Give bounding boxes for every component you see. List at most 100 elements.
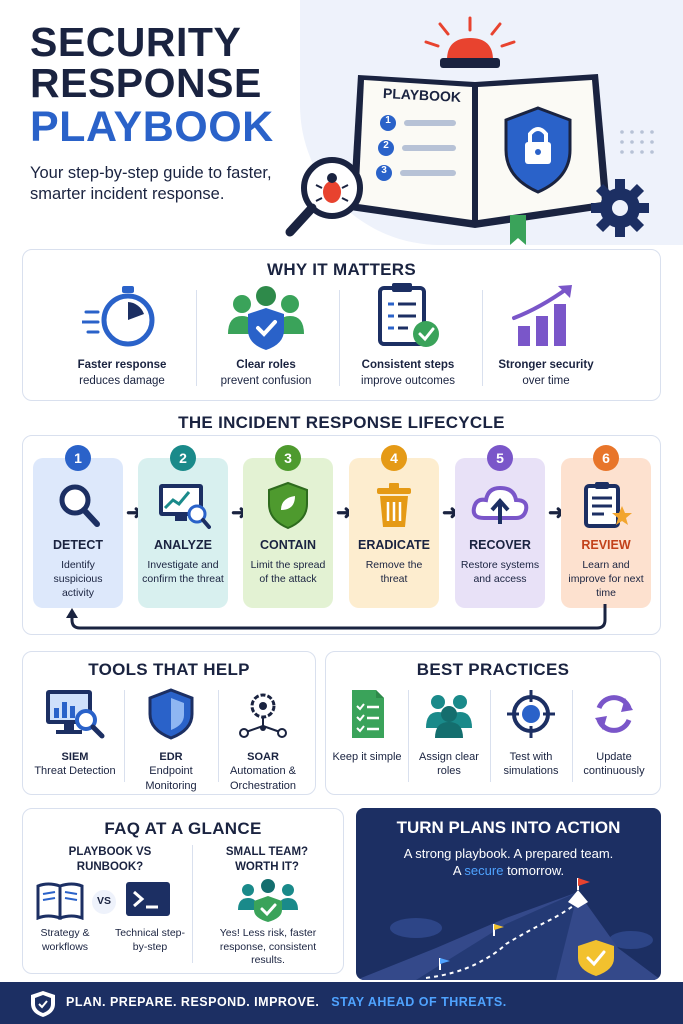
team-shield-icon	[228, 286, 304, 350]
tool-text: Endpoint Monitoring	[145, 765, 197, 792]
step-title: ANALYZE	[154, 538, 212, 552]
step-number: 1	[65, 445, 91, 471]
cta-line-2: A secure tomorrow.	[356, 863, 661, 880]
practice-label: Keep it simple	[332, 751, 402, 763]
team-shield-icon	[238, 879, 298, 922]
why-text: over time	[522, 374, 570, 387]
step-number: 6	[593, 445, 619, 471]
step-number: 4	[381, 445, 407, 471]
practice-test: Test with simulations	[492, 688, 570, 779]
terminal-icon	[126, 882, 170, 916]
title-line-2: RESPONSE	[30, 60, 262, 106]
footer: PLAN. PREPARE. RESPOND. IMPROVE. STAY AH…	[0, 982, 683, 1024]
step-description: Learn and improve for next time	[568, 559, 644, 600]
step-description: Remove the threat	[365, 559, 423, 586]
edr-shield-icon	[148, 688, 194, 740]
book-step-1: 1	[385, 115, 391, 126]
magnifier-bug-icon	[285, 157, 363, 237]
refresh-icon	[595, 695, 633, 733]
practice-label: Assign clear roles	[419, 751, 479, 778]
step-number: 3	[275, 445, 301, 471]
book-icon	[350, 74, 610, 245]
faq-answer-playbook: Strategy & workflows	[40, 927, 90, 953]
target-icon	[507, 690, 555, 738]
faq-answer-2: Yes! Less risk, faster response, consist…	[219, 927, 317, 967]
step-title: DETECT	[53, 538, 103, 552]
book-step-2: 2	[383, 140, 389, 151]
tool-text: Automation & Orchestration	[229, 765, 297, 792]
why-bold: Faster response	[77, 359, 167, 371]
cta-line-1: A strong playbook. A prepared team.	[403, 846, 614, 861]
tool-bold: SIEM	[61, 751, 89, 763]
cta-highlight: secure	[464, 862, 504, 878]
cta-title: TURN PLANS INTO ACTION	[396, 818, 621, 837]
divider	[490, 690, 491, 782]
faq-question-2: SMALL TEAM? WORTH IT?	[225, 846, 309, 873]
people-icon	[426, 695, 472, 738]
open-book-icon	[36, 882, 84, 920]
practice-label: Test with simulations	[503, 751, 559, 778]
step-description: Identify suspicious activity	[53, 559, 103, 600]
stopwatch-icon	[82, 286, 155, 347]
cta-line-2-pre: A	[452, 862, 465, 878]
step-title: RECOVER	[469, 538, 531, 552]
why-item-stronger: Stronger security over time	[476, 282, 616, 389]
faq-answer-runbook: Technical step-by-step	[114, 927, 186, 953]
lifecycle-panel	[22, 435, 661, 635]
divider	[192, 845, 193, 963]
shield-icon	[31, 991, 55, 1017]
why-bold: Stronger security	[498, 359, 594, 371]
why-text: reduces damage	[79, 374, 165, 387]
why-title: WHY IT MATTERS	[266, 260, 416, 279]
siren-icon	[424, 16, 516, 68]
mountain-illustration	[356, 878, 661, 980]
step-arrow: ➜	[336, 502, 353, 524]
book-step-3: 3	[381, 165, 387, 176]
divider	[482, 290, 483, 386]
step-number: 2	[170, 445, 196, 471]
step-description: Limit the spread of the attack	[250, 559, 326, 586]
step-title: CONTAIN	[259, 538, 316, 552]
practice-simple: Keep it simple	[328, 688, 406, 764]
shield-lock-icon	[504, 106, 572, 194]
step-title: REVIEW	[581, 538, 631, 552]
title-line-1: SECURITY	[30, 19, 242, 65]
step-arrow: ➜	[442, 502, 459, 524]
lifecycle-title: THE INCIDENT RESPONSE LIFECYCLE	[178, 413, 505, 432]
practices-title: BEST PRACTICES	[416, 660, 570, 679]
tool-siem: SIEM Threat Detection	[30, 688, 120, 779]
practice-update: Update continuously	[575, 688, 653, 779]
why-text: prevent confusion	[220, 374, 312, 387]
page-title: SECURITY RESPONSE PLAYBOOK	[30, 22, 274, 149]
divider	[124, 690, 125, 782]
step-description: Restore systems and access	[460, 559, 540, 586]
why-item-roles: Clear roles prevent confusion	[196, 282, 336, 389]
footer-slogan: PLAN. PREPARE. RESPOND. IMPROVE.	[66, 995, 320, 1009]
title-line-3: PLAYBOOK	[30, 103, 274, 151]
practice-label: Update continuously	[583, 751, 645, 778]
why-bold: Clear roles	[236, 359, 296, 371]
gear-icon	[591, 179, 649, 237]
faq-question-1: PLAYBOOK VS RUNBOOK?	[68, 846, 152, 873]
footer-text: PLAN. PREPARE. RESPOND. IMPROVE. STAY AH…	[66, 995, 507, 1009]
hero-illustration	[285, 16, 654, 245]
practice-roles: Assign clear roles	[410, 688, 488, 779]
checklist-icon	[378, 283, 439, 347]
step-arrow: ➜	[548, 502, 565, 524]
step-title: ERADICATE	[358, 538, 430, 552]
why-bold: Consistent steps	[361, 359, 455, 371]
faq-compare-icons	[36, 882, 170, 920]
divider	[339, 290, 340, 386]
divider	[572, 690, 573, 782]
step-number: 5	[487, 445, 513, 471]
cta-subtitle: A strong playbook. A prepared team. A se…	[356, 846, 661, 880]
tools-title: TOOLS THAT HELP	[88, 660, 250, 679]
vs-label: VS	[96, 895, 111, 907]
tool-text: Threat Detection	[34, 765, 116, 778]
divider	[408, 690, 409, 782]
